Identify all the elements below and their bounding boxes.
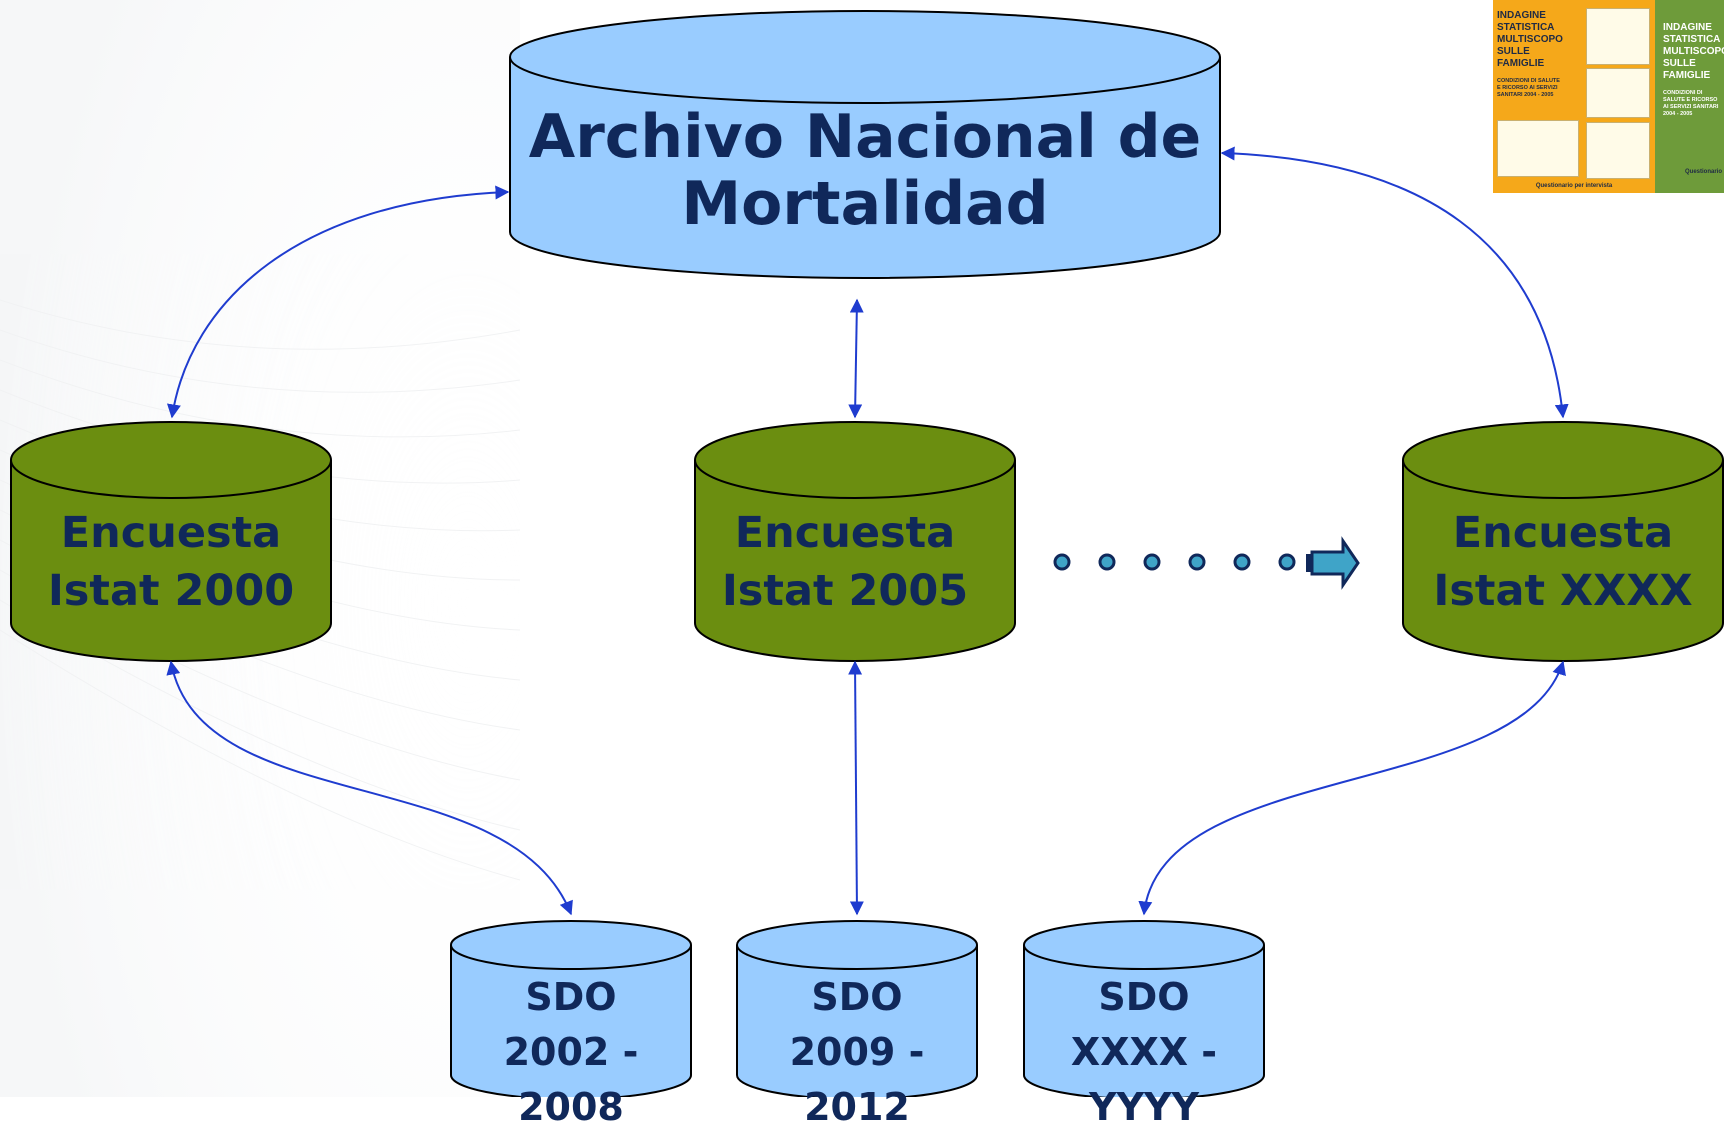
survey-2005-label-line1: Encuesta — [734, 508, 956, 558]
survey-database-xxxx — [1402, 421, 1724, 662]
cover-front-footer: Questionario per intervista — [1535, 183, 1613, 189]
questionnaire-cover-front: INDAGINE STATISTICA MULTISCOPO SULLE FAM… — [1493, 0, 1655, 193]
link-survey2000-sdo — [166, 660, 573, 916]
survey-xxxx-label-line2: Istat XXXX — [1433, 566, 1693, 617]
diagram-canvas — [0, 0, 1724, 1097]
sdo-2002-2008-label-line2: 2002 - 2008 — [503, 1030, 639, 1130]
sdo-xxxx-yyyy-label-line1: SDO — [1098, 975, 1190, 1019]
survey-xxxx-label: Encuesta Istat XXXX — [1403, 504, 1723, 620]
cover-form-panel-3 — [1586, 122, 1650, 179]
link-archive-surveyxxxx — [1220, 146, 1569, 419]
sdo-database-2009-2012 — [736, 920, 978, 1097]
cover-form-panel-4 — [1497, 120, 1579, 177]
sdo-database-xxxx-yyyy — [1023, 920, 1265, 1097]
sdo-2002-2008-label: SDO 2002 - 2008 — [445, 970, 697, 1135]
sdo-xxxx-yyyy-label-line2: XXXX - YYYY — [1070, 1030, 1218, 1130]
main-archive-label-line2: Mortalidad — [681, 169, 1049, 240]
survey-2005-label-line2: Istat 2005 — [721, 566, 969, 617]
sdo-2009-2012-label-line2: 2009 - 2012 — [789, 1030, 925, 1130]
survey-2000-label-line1: Encuesta — [60, 508, 282, 558]
link-surveyxxxx-sdo — [1138, 660, 1566, 916]
questionnaire-cover-back: INDAGINE STATISTICA MULTISCOPO SULLE FAM… — [1655, 0, 1724, 193]
sdo-2002-2008-label-line1: SDO — [525, 975, 617, 1019]
cover-form-panel-1 — [1586, 8, 1650, 65]
sdo-2009-2012-label: SDO 2009 - 2012 — [731, 970, 983, 1135]
cover-back-subtitle: CONDIZIONI DI SALUTE E RICORSO AI SERVIZ… — [1663, 90, 1719, 118]
link-archive-survey2005 — [848, 298, 864, 419]
sdo-xxxx-yyyy-label: SDO XXXX - YYYY — [1018, 970, 1270, 1135]
link-archive-survey2000 — [167, 185, 510, 419]
continuation-arrow-tail-icon — [1306, 554, 1312, 572]
main-archive-label-line1: Archivo Nacional de — [528, 102, 1202, 172]
survey-database-2005 — [694, 421, 1016, 662]
continuation-dots — [1053, 553, 1296, 571]
cover-back-footer: Questionario — [1684, 169, 1722, 175]
survey-2000-label-line2: Istat 2000 — [47, 566, 295, 617]
main-archive-label: Archivo Nacional de Mortalidad — [510, 102, 1220, 240]
sdo-database-2002-2008 — [450, 920, 692, 1097]
continuation-arrow-icon — [1310, 536, 1360, 590]
cover-form-panel-2 — [1586, 68, 1650, 118]
sdo-2009-2012-label-line1: SDO — [811, 975, 903, 1019]
cover-back-title: INDAGINE STATISTICA MULTISCOPO SULLE FAM… — [1663, 22, 1724, 81]
cover-front-subtitle: CONDIZIONI DI SALUTE E RICORSO AI SERVIZ… — [1497, 78, 1560, 99]
link-survey2005-sdo — [848, 660, 864, 916]
survey-xxxx-label-line1: Encuesta — [1452, 508, 1674, 558]
main-archive-database — [509, 10, 1221, 279]
survey-2005-label: Encuesta Istat 2005 — [685, 504, 1005, 620]
cover-front-title: INDAGINE STATISTICA MULTISCOPO SULLE FAM… — [1497, 10, 1563, 69]
survey-2000-label: Encuesta Istat 2000 — [11, 504, 331, 620]
